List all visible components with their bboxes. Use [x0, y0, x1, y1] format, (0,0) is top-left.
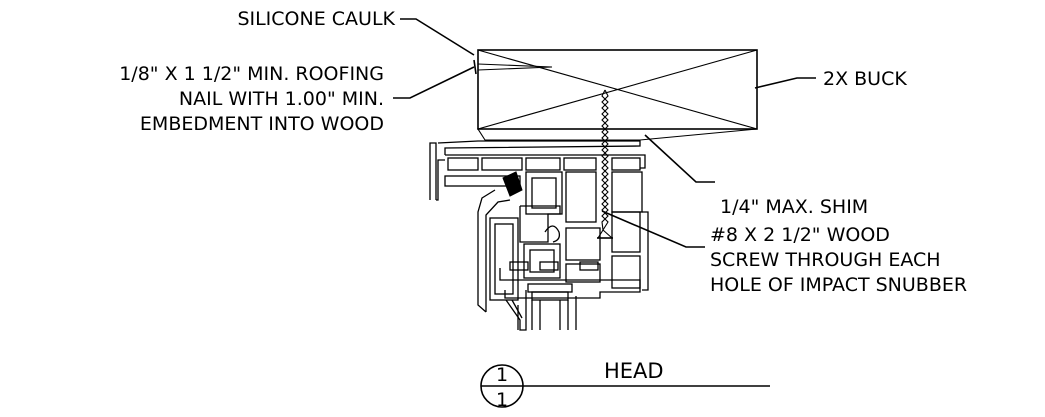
buck-label: 2X BUCK [823, 68, 907, 90]
roofing-nail [473, 59, 553, 75]
weatherstrip [502, 171, 523, 197]
nail-label-line1: 1/8" X 1 1/2" MIN. ROOFING [119, 63, 384, 85]
nail-label-line3: EMBEDMENT INTO WOOD [140, 113, 384, 135]
detail-number: 1 [496, 364, 508, 386]
screw-label-line1: #8 X 2 1/2" WOOD [710, 224, 890, 246]
leader-lines [393, 18, 816, 248]
shim [476, 128, 758, 141]
shim-label: 1/4" MAX. SHIM [720, 196, 868, 218]
sheet-number: 1 [496, 389, 508, 411]
wood-buck [477, 49, 758, 130]
screw-label-line2: SCREW THROUGH EACH [710, 249, 941, 271]
detail-title: HEAD [604, 359, 664, 383]
screw-label-line3: HOLE OF IMPACT SNUBBER [710, 274, 967, 296]
section-tag: 1 1 HEAD [480, 359, 770, 411]
nail-label-line2: NAIL WITH 1.00" MIN. [179, 88, 384, 110]
callout-text: SILICONE CAULK 1/8" X 1 1/2" MIN. ROOFIN… [119, 8, 967, 296]
window-frame-profile [429, 140, 649, 331]
wood-screw [597, 89, 613, 239]
silicone-caulk-label: SILICONE CAULK [237, 8, 395, 30]
